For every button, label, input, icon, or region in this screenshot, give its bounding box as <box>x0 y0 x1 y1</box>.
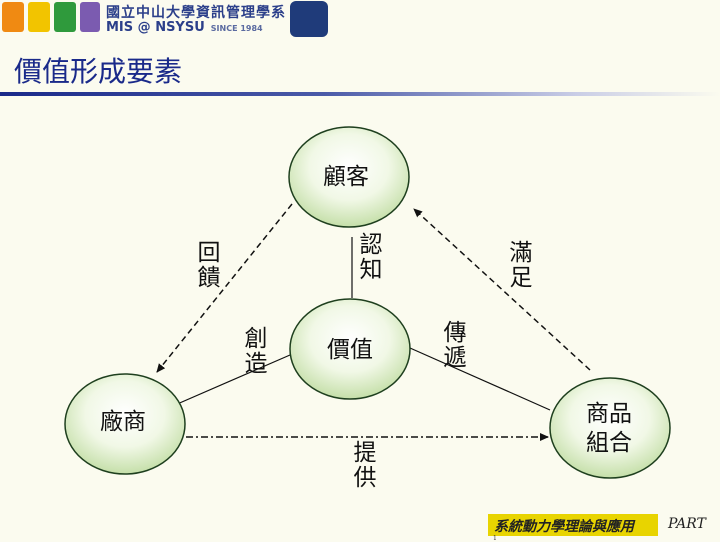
footer-course-title: 系統動力學理論與應用 <box>494 519 634 535</box>
product-mix-node <box>549 377 671 479</box>
logo-sun-tile <box>2 2 24 32</box>
value-node <box>289 298 411 400</box>
perception-label: 認知 <box>355 232 381 282</box>
delivery-label: 傳遞 <box>439 320 465 370</box>
logo-mountain-tile <box>28 2 50 32</box>
customer-node <box>288 126 410 228</box>
logo-leaf-tile <box>54 2 76 32</box>
product-mix-label: 商品 組合 <box>586 400 632 458</box>
feedback-arrow <box>156 203 293 373</box>
logo-text-mis: MIS @ NSYSU <box>106 20 205 35</box>
customer-label: 顧客 <box>323 164 369 190</box>
logo-book-tile <box>80 2 100 32</box>
vendor-to-value-line <box>174 354 291 406</box>
value-label: 價值 <box>327 337 373 363</box>
logo-text-english: MIS @ NSYSU SINCE 1984 <box>106 20 263 35</box>
satisfaction-label: 滿足 <box>505 240 531 290</box>
value-to-product-line <box>409 347 551 411</box>
logo-text-since: SINCE 1984 <box>210 24 263 33</box>
footer-course-box <box>488 514 658 536</box>
footer-part-label: PART <box>668 516 706 532</box>
page-title: 價值形成要素 <box>14 55 183 88</box>
footer-page-mark: 1 <box>493 535 497 542</box>
logo-text-chinese: 國立中山大學資訊管理學系 <box>106 5 286 21</box>
title-underline <box>0 92 720 96</box>
product-mix-line-2: 組合 <box>586 429 632 456</box>
swirl-logo-icon <box>290 1 328 37</box>
provide-label: 提供 <box>349 440 375 490</box>
product-mix-line-1: 商品 <box>586 401 632 427</box>
feedback-label: 回饋 <box>193 240 219 290</box>
creation-label: 創造 <box>240 326 266 376</box>
vendor-node <box>64 373 186 475</box>
vendor-label: 廠商 <box>100 409 146 435</box>
header-logo: 國立中山大學資訊管理學系 MIS @ NSYSU SINCE 1984 <box>0 0 330 42</box>
